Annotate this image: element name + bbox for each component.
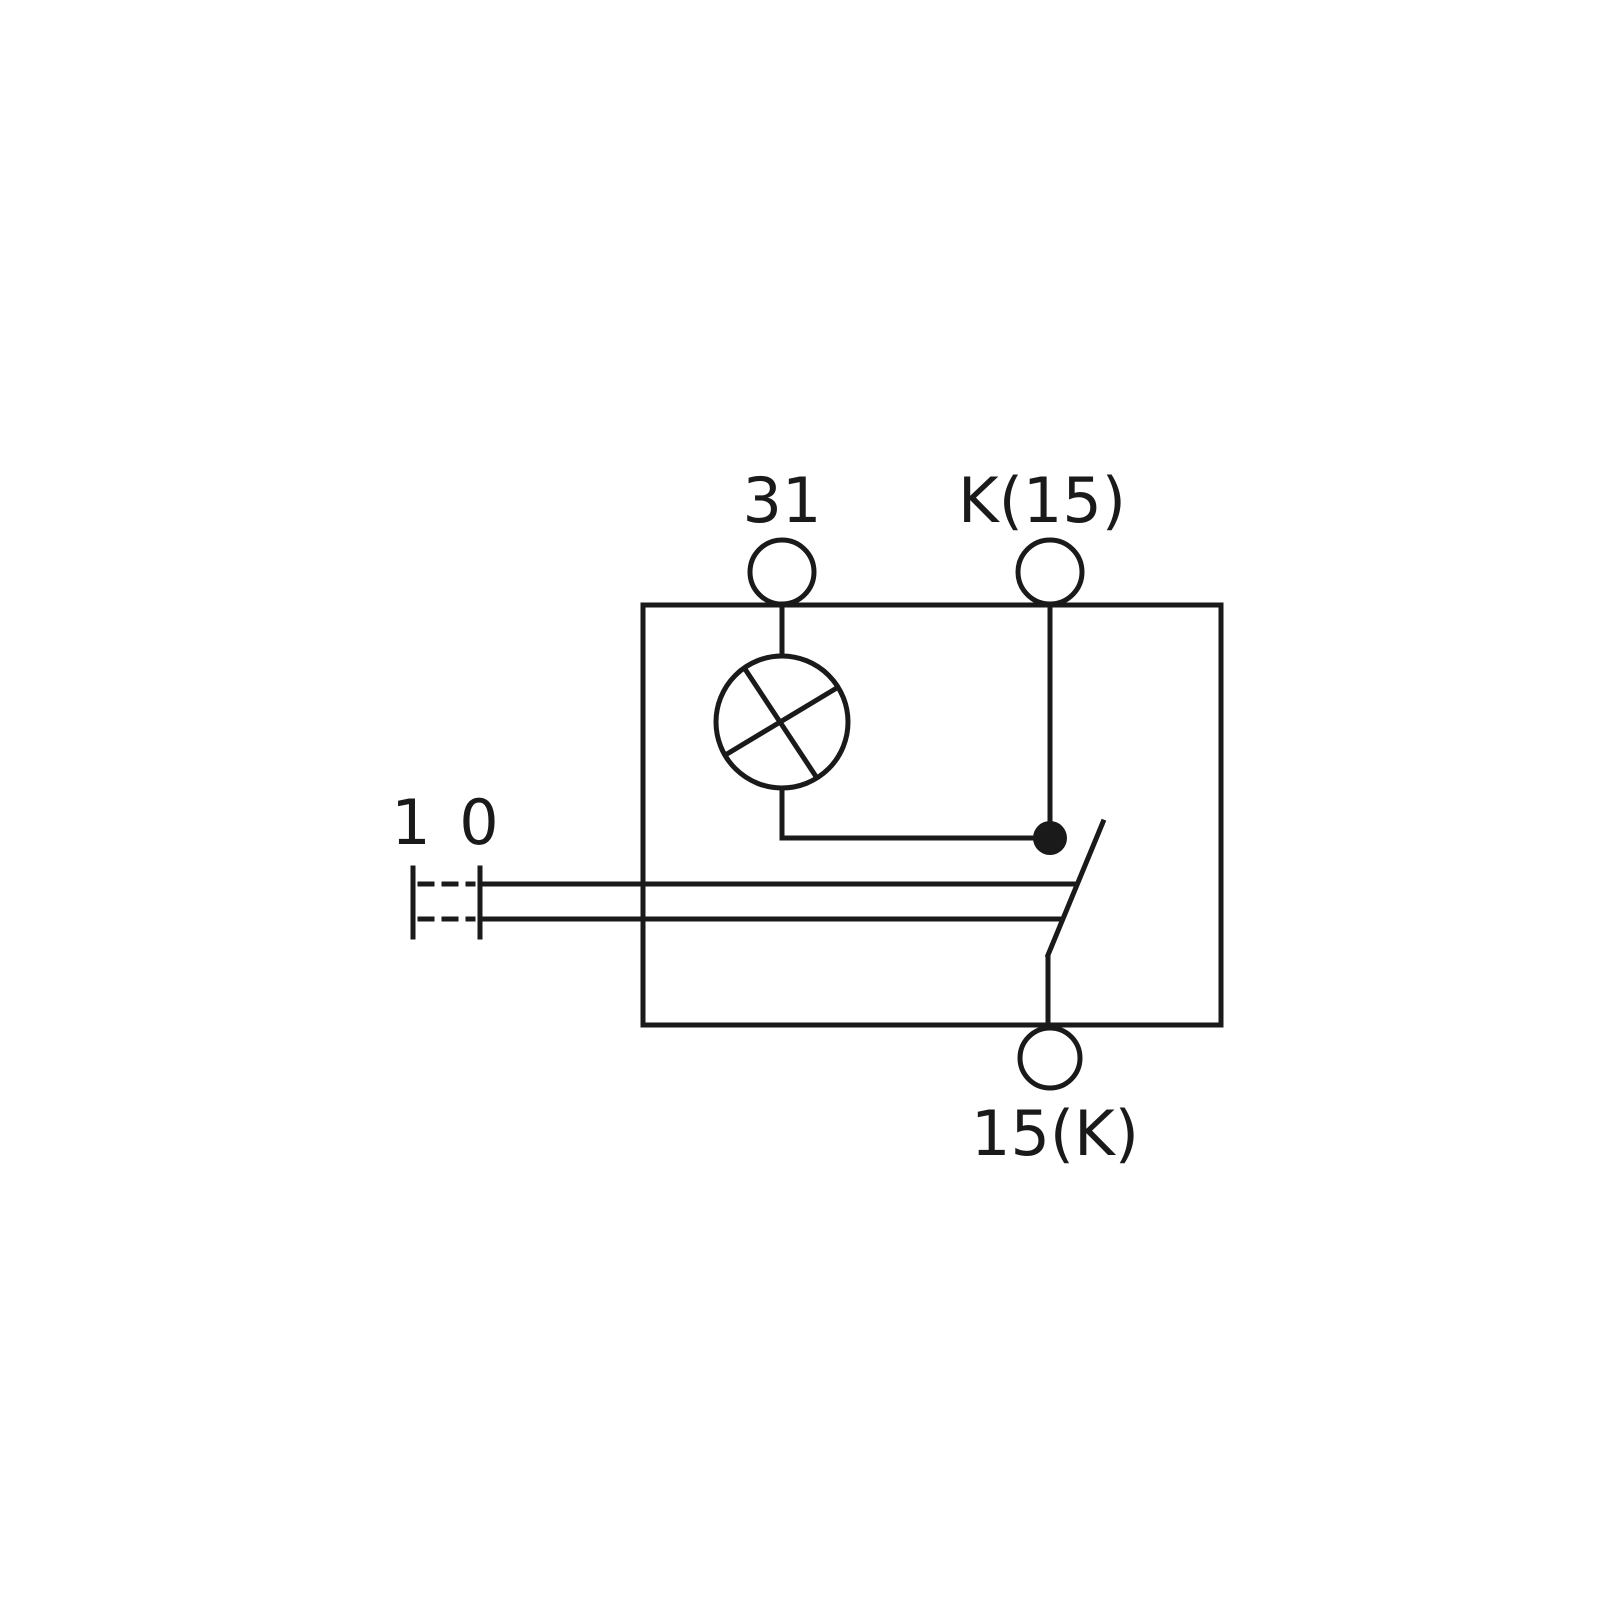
switch-blade [1044,818,1107,959]
junction-dot [1033,821,1067,855]
terminal-k15-label: K(15) [958,464,1126,537]
terminal-31-label: 31 [743,464,822,537]
terminal-15k-label: 15(K) [971,1097,1139,1170]
terminal-31 [747,537,817,607]
wire-lamp-junction [779,785,1053,841]
terminal-15k [1017,1025,1083,1091]
terminal-k15 [1015,537,1085,607]
position-0-label: 0 [459,786,498,859]
position-1-label: 1 [391,786,430,859]
lamp-icon [713,653,851,791]
switch-housing [640,602,1224,1028]
